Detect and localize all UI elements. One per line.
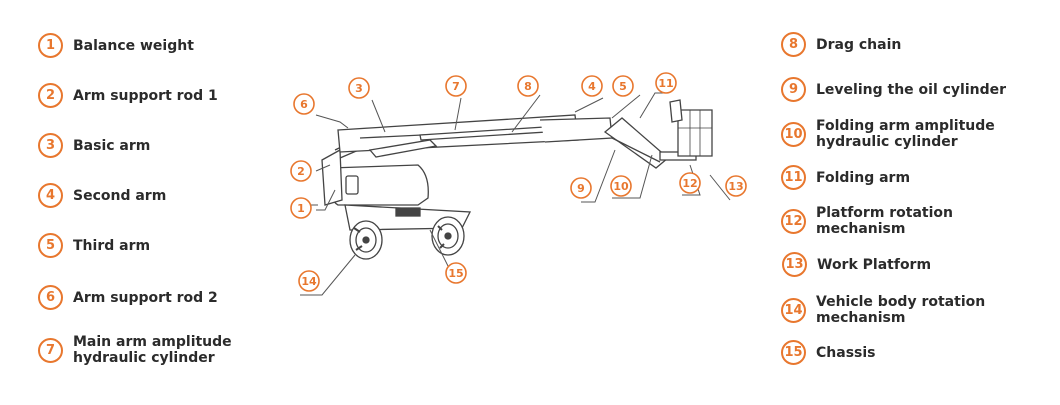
callout-9: 9 [570, 177, 592, 199]
chassis-body [329, 164, 429, 206]
work-platform [677, 109, 713, 157]
legend-number-badge: 1 [38, 33, 63, 58]
legend-item: 13 Work Platform [782, 252, 931, 277]
svg-text:14: 14 [301, 275, 317, 288]
legend-item: 15 Chassis [781, 340, 876, 365]
svg-text:12: 12 [682, 177, 697, 190]
callout-7: 7 [445, 75, 467, 97]
callout-10: 10 [610, 175, 632, 197]
balance-weight [321, 148, 343, 206]
legend-number-badge: 14 [781, 297, 806, 323]
legend-number-badge: 9 [781, 77, 806, 102]
callout-15: 15 [445, 262, 467, 284]
svg-text:10: 10 [613, 180, 629, 193]
legend-label: Second arm [73, 187, 167, 204]
callout-12: 12 [679, 172, 701, 194]
legend-label: Arm support rod 1 [73, 87, 218, 104]
svg-text:9: 9 [577, 182, 585, 195]
legend-item: 10 Folding arm amplitude hydraulic cylin… [781, 118, 995, 150]
legend-item: 2 Arm support rod 1 [38, 83, 218, 108]
legend-number-badge: 10 [781, 121, 806, 147]
legend-label: Platform rotation mechanism [816, 205, 954, 237]
legend-number-badge: 13 [782, 252, 807, 277]
legend-label: Main arm amplitude hydraulic cylinder [73, 334, 232, 366]
callout-13: 13 [725, 175, 747, 197]
legend-item: 4 Second arm [38, 183, 166, 208]
main-arm-cylinder [368, 139, 438, 158]
legend-item: 8 Drag chain [781, 32, 901, 57]
legend-label: Balance weight [73, 37, 194, 54]
legend-label: Folding arm amplitude hydraulic cylinder [816, 118, 995, 150]
legend-number-badge: 12 [781, 208, 806, 234]
svg-text:2: 2 [297, 165, 305, 178]
legend-item: 3 Basic arm [38, 133, 150, 158]
callout-1: 1 [290, 197, 312, 219]
legend-label: Chassis [816, 344, 876, 361]
svg-text:4: 4 [588, 80, 596, 93]
svg-text:1: 1 [297, 202, 305, 215]
legend-number-badge: 11 [781, 165, 806, 190]
legend-item: 7 Main arm amplitude hydraulic cylinder [38, 334, 232, 366]
callout-6: 6 [293, 93, 315, 115]
callout-11: 11 [655, 72, 677, 94]
legend-label: Arm support rod 2 [73, 289, 218, 306]
folding-arm [603, 117, 670, 169]
svg-text:8: 8 [524, 80, 532, 93]
svg-text:5: 5 [619, 80, 627, 93]
legend-number-badge: 6 [38, 285, 63, 310]
svg-text:6: 6 [300, 98, 308, 111]
legend-number-badge: 5 [38, 233, 63, 258]
svg-text:11: 11 [658, 77, 673, 90]
callout-4: 4 [581, 75, 603, 97]
legend-number-badge: 7 [38, 337, 63, 363]
callout-2: 2 [290, 160, 312, 182]
legend-number-badge: 2 [38, 83, 63, 108]
legend-item: 9 Leveling the oil cylinder [781, 77, 1006, 102]
legend-label: Drag chain [816, 36, 902, 53]
legend-label: Basic arm [73, 137, 151, 154]
legend-item: 14 Vehicle body rotation mechanism [781, 294, 985, 326]
legend-label: Work Platform [817, 256, 932, 273]
legend-item: 5 Third arm [38, 233, 150, 258]
legend-label: Folding arm [816, 169, 911, 186]
svg-text:3: 3 [355, 82, 363, 95]
legend-label: Vehicle body rotation mechanism [816, 294, 986, 326]
callout-markers: 3 6 2 1 7 8 4 5 11 9 10 12 13 14 15 [290, 72, 747, 292]
legend-number-badge: 15 [781, 340, 806, 365]
svg-text:7: 7 [452, 80, 460, 93]
callout-8: 8 [517, 75, 539, 97]
legend-item: 6 Arm support rod 2 [38, 285, 218, 310]
callout-3: 3 [348, 77, 370, 99]
legend-number-badge: 4 [38, 183, 63, 208]
legend-label: Third arm [73, 237, 151, 254]
legend-item: 1 Balance weight [38, 33, 194, 58]
callout-5: 5 [612, 75, 634, 97]
svg-text:13: 13 [728, 180, 743, 193]
legend-number-badge: 8 [781, 32, 806, 57]
legend-item: 11 Folding arm [781, 165, 910, 190]
legend-label: Leveling the oil cylinder [816, 81, 1007, 98]
callout-14: 14 [298, 270, 320, 292]
svg-text:15: 15 [448, 267, 463, 280]
legend-number-badge: 3 [38, 133, 63, 158]
legend-item: 12 Platform rotation mechanism [781, 205, 953, 237]
